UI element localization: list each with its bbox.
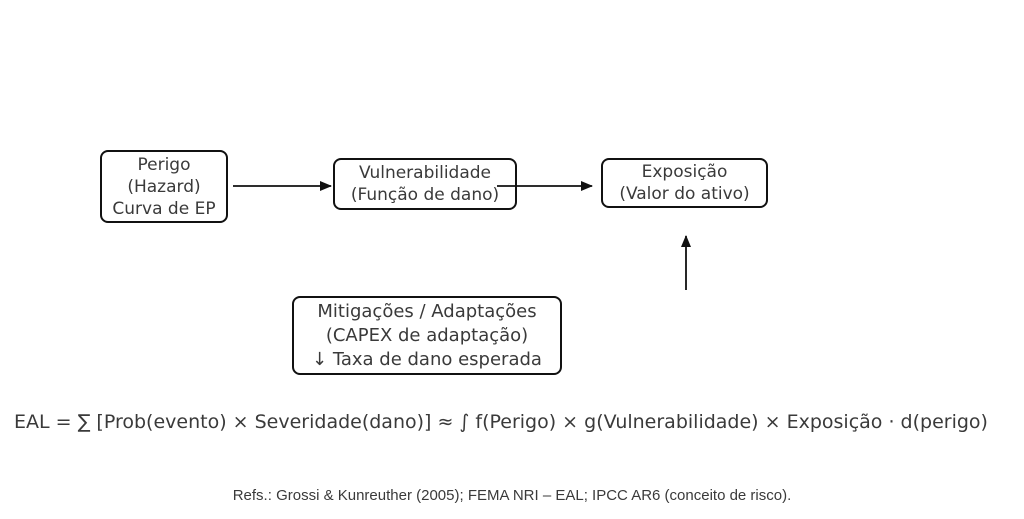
vulnerability-line-2: (Função de dano) bbox=[350, 185, 500, 205]
hazard-box: Perigo (Hazard) Curva de EP bbox=[100, 150, 228, 223]
hazard-line-3: Curva de EP bbox=[112, 198, 216, 219]
exposure-box: Exposição (Valor do ativo) bbox=[601, 158, 768, 208]
exposure-line-2: (Valor do ativo) bbox=[619, 184, 750, 204]
hazard-line-1: Perigo bbox=[137, 154, 191, 175]
references-text: Refs.: Grossi & Kunreuther (2005); FEMA … bbox=[232, 487, 792, 504]
eal-formula: EAL = ∑ [Prob(evento) × Severidade(dano)… bbox=[14, 411, 988, 433]
mitigation-box: Mitigações / Adaptações (CAPEX de adapta… bbox=[292, 296, 562, 375]
hazard-line-2: (Hazard) bbox=[127, 176, 201, 197]
vulnerability-box: Vulnerabilidade (Função de dano) bbox=[333, 158, 517, 210]
mitigation-line-2: (CAPEX de adaptação) bbox=[325, 324, 529, 346]
vulnerability-line-1: Vulnerabilidade bbox=[358, 163, 492, 183]
exposure-line-1: Exposição bbox=[641, 162, 728, 182]
mitigation-line-3: ↓ Taxa de dano esperada bbox=[312, 348, 542, 370]
mitigation-line-1: Mitigações / Adaptações bbox=[317, 300, 537, 322]
